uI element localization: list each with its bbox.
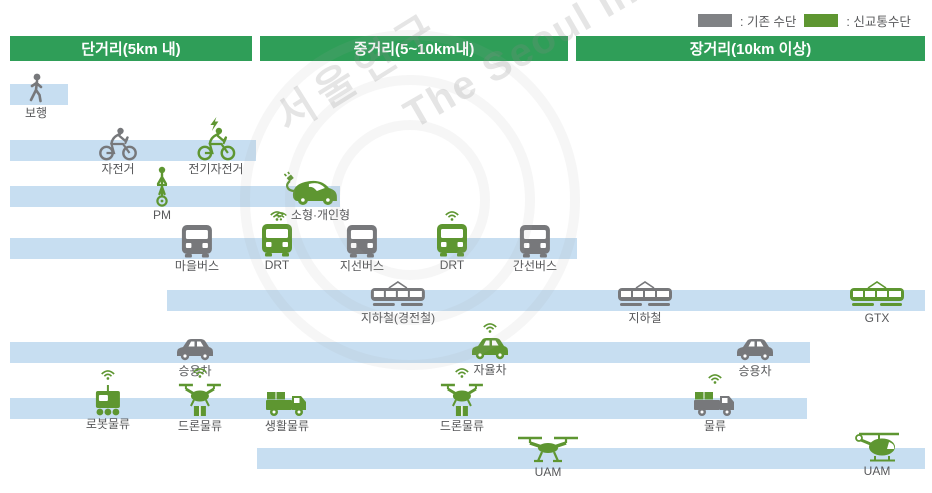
car-icon [177,339,213,361]
wifi-icon [482,323,498,333]
mode-pm: PM [150,165,174,223]
range-bar-pm [10,186,340,207]
range-bar-logistics [10,398,807,419]
bus-icon [437,224,467,257]
header-short-distance: 단거리(5km 내) [10,36,252,61]
bus-icon [346,225,377,258]
bicycle-icon [99,126,137,161]
mode-robot-logistics: 로봇물류 [86,368,130,432]
mode-small-personal-text: 소형·개인형 [290,208,351,222]
mode-trunk-bus-label: 간선버스 [512,259,558,273]
bus-icon [262,224,292,257]
mode-uam-1-label: UAM [534,465,562,479]
range-bar-subway [167,290,925,311]
uam-drone-icon [516,436,580,463]
mode-logistics-label: 물류 [703,419,727,433]
mode-drt-1-label: DRT [264,258,290,272]
mode-car-2: 승용차 [734,336,776,379]
delivery-drone-icon [439,383,484,418]
header-mid-distance: 중거리(5~10km내) [260,36,568,61]
pedestrian-icon [29,73,43,103]
bus-icon [181,225,212,258]
mode-drone-logistics-1: 드론물류 [178,366,222,434]
mode-robot-logistics-label: 로봇물류 [85,417,131,431]
mode-drone-logistics-2: 드론물류 [440,366,484,434]
range-bar-uam [257,448,925,469]
mode-gtx: GTX [848,280,906,326]
mode-drt-1: DRT [260,209,294,273]
mode-drone-logistics-1-label: 드론물류 [177,419,223,433]
mode-uam-2-label: UAM [863,464,891,478]
mode-walk-label: 보행 [24,106,48,120]
mode-life-logistics: 생활물류 [264,386,310,434]
mode-ebike: 전기자전거 [188,117,244,177]
wifi-icon [707,374,723,384]
mode-subway-light: 지하철(경전철) [361,280,435,326]
mode-branch-bus-label: 지선버스 [339,259,385,273]
range-bar-car [10,342,810,363]
mode-small-personal: 소형·개인형 [274,171,350,223]
wifi-icon [454,368,470,378]
mode-gtx-label: GTX [864,311,890,325]
mode-bicycle-label: 자전거 [101,162,135,176]
delivery-drone-icon [177,383,222,418]
legend-existing-label: : 기존 수단 [740,15,797,29]
mode-branch-bus: 지선버스 [340,224,384,274]
range-bar-bicycle [10,140,256,161]
mode-walk: 보행 [24,73,48,121]
legend-new-swatch [804,14,839,27]
wifi-icon [100,370,116,380]
wifi-icon [444,211,460,221]
electric-bicycle-icon [197,117,235,161]
electric-car-icon [283,171,339,207]
mode-drone-logistics-2-label: 드론물류 [439,419,485,433]
car-icon [737,339,773,361]
legend: : 기존 수단 : 신교통수단 [698,11,911,30]
mode-life-logistics-label: 생활물류 [264,419,310,433]
range-bar-bus [10,238,577,259]
mode-car-2-label: 승용차 [738,364,772,378]
legend-existing-swatch [698,14,732,27]
mode-drt-2-label: DRT [439,258,465,272]
bus-icon [519,225,550,258]
tram-icon [849,281,905,307]
cargo-truck-icon [694,392,734,416]
delivery-truck-icon [266,392,306,416]
car-icon [472,338,508,360]
mode-ebike-label: 전기자전거 [188,162,244,176]
mode-autonomous-car-label: 자율차 [473,363,507,377]
mode-autonomous-car: 자율차 [469,321,511,378]
mode-small-personal-label: 소형·개인형 [274,208,351,223]
mode-subway: 지하철 [616,280,674,326]
mode-drt-2: DRT [435,209,469,273]
mode-uam-1: UAM [516,434,580,480]
mode-village-bus-label: 마을버스 [174,259,220,273]
mode-bicycle: 자전거 [98,125,138,177]
tram-icon [617,281,673,307]
tram-icon [370,281,426,307]
wifi-icon [269,211,285,221]
header-long-distance: 장거리(10km 이상) [576,36,925,61]
mode-village-bus: 마을버스 [175,224,219,274]
legend-new-label: : 신교통수단 [846,15,911,29]
uam-helicopter-icon [854,432,901,462]
wifi-icon [192,368,208,378]
mode-subway-light-label: 지하철(경전철) [360,311,436,325]
mode-subway-label: 지하철 [628,311,662,325]
mode-trunk-bus: 간선버스 [513,224,557,274]
delivery-robot-icon [94,384,121,416]
watermark-korean-text: 서울연구 [267,2,451,141]
mode-logistics: 물류 [692,372,738,434]
personal-mobility-icon [155,165,169,207]
mode-pm-label: PM [153,208,171,222]
mode-uam-2: UAM [851,430,903,479]
watermark-english-text: The Seoul In [396,0,646,138]
